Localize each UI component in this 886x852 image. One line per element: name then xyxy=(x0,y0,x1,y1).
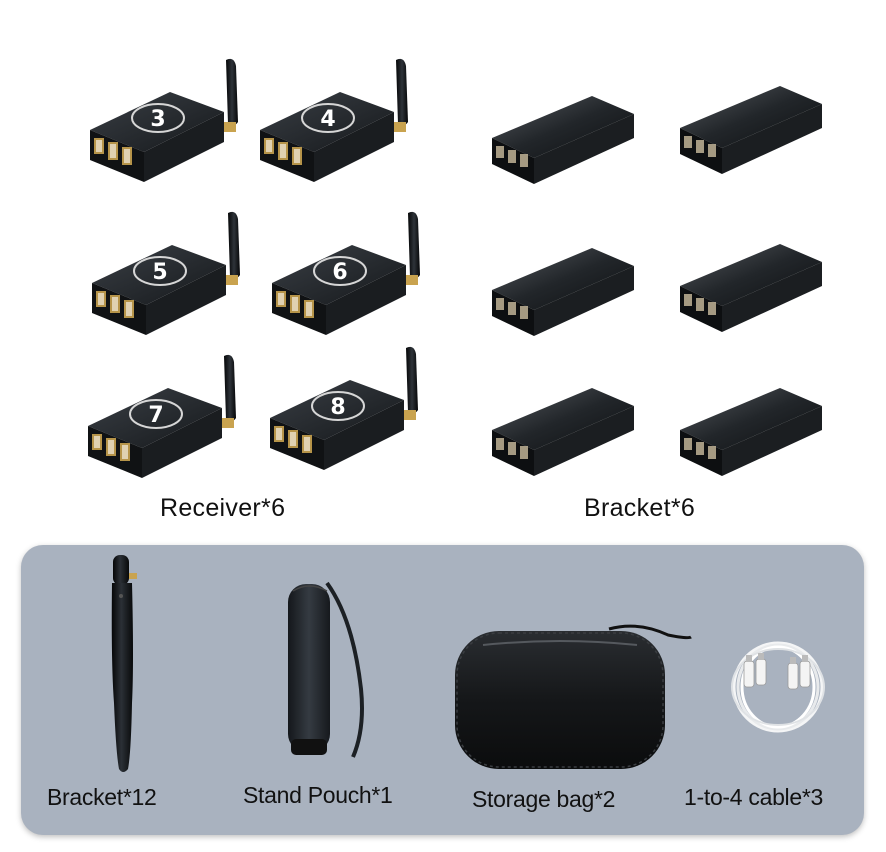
receiver-device: 6 xyxy=(268,205,428,335)
antenna-icon xyxy=(103,553,143,775)
receiver-device: 4 xyxy=(256,52,416,182)
bracket-case xyxy=(488,244,638,344)
bracket-case-icon xyxy=(492,96,634,184)
storage-bag-icon xyxy=(453,615,713,775)
receiver-number: 4 xyxy=(320,107,335,132)
receiver-number: 5 xyxy=(152,260,167,285)
receiver-device: 7 xyxy=(84,348,244,478)
receiver-device: 5 xyxy=(88,205,248,335)
bracket-case-icon xyxy=(492,248,634,336)
bracket-case xyxy=(676,240,826,340)
cable-icon xyxy=(726,637,831,737)
receiver-device: 3 xyxy=(86,52,246,182)
receiver-device: 8 xyxy=(266,340,426,470)
bracket-case-icon xyxy=(680,244,822,332)
receiver-icon: 8 xyxy=(270,346,418,470)
receiver-number: 8 xyxy=(330,395,345,420)
receiver-icon: 7 xyxy=(88,354,236,478)
accessory-label-stand-pouch: Stand Pouch*1 xyxy=(243,782,393,808)
bracket-case-icon xyxy=(680,86,822,174)
receiver-icon: 3 xyxy=(90,58,238,182)
bracket-case xyxy=(488,384,638,484)
accessories-panel: Bracket*12 Stand Pouch*1 Storage bag*2 1… xyxy=(21,545,864,835)
bracket-case-icon xyxy=(680,388,822,476)
bracket-case-icon xyxy=(492,388,634,476)
bracket-label: Bracket*6 xyxy=(584,494,696,522)
bracket-case xyxy=(488,92,638,192)
accessory-label-storage-bag: Storage bag*2 xyxy=(472,786,616,812)
accessory-label-bracket: Bracket*12 xyxy=(47,784,157,810)
receiver-number: 3 xyxy=(150,107,165,132)
receiver-label: Receiver*6 xyxy=(160,494,286,522)
stand-pouch-icon xyxy=(283,579,373,769)
receiver-icon: 6 xyxy=(272,211,420,335)
receiver-icon: 5 xyxy=(92,211,240,335)
accessory-label-cable: 1-to-4 cable*3 xyxy=(684,784,823,810)
bracket-case xyxy=(676,384,826,484)
receiver-number: 6 xyxy=(332,260,347,285)
bracket-case xyxy=(676,82,826,182)
receiver-icon: 4 xyxy=(260,58,408,182)
receiver-number: 7 xyxy=(148,403,163,428)
